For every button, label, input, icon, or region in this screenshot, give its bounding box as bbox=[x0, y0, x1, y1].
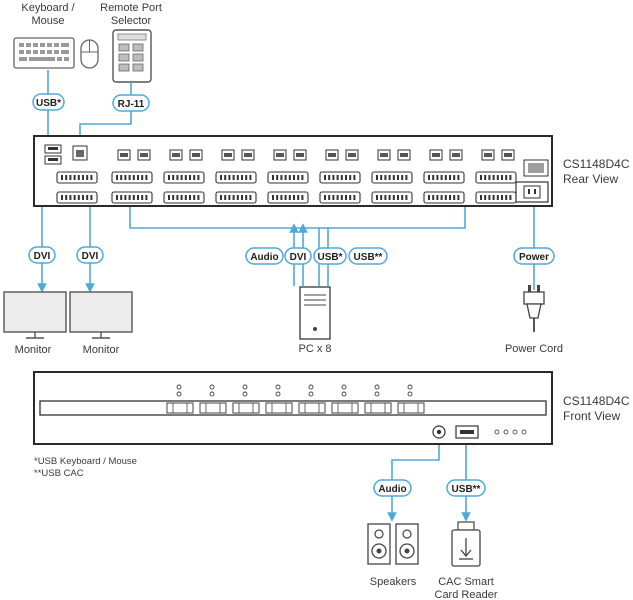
remote-port-selector-label-1: Remote Port bbox=[100, 2, 162, 14]
footnote-usb-keyboard: *USB Keyboard / Mouse bbox=[34, 456, 137, 467]
remote-port-selector-icon bbox=[112, 29, 152, 83]
audio-pill-rear: Audio bbox=[245, 247, 284, 265]
keyboard-mouse-label-1: Keyboard / bbox=[21, 2, 75, 14]
power-cord-label: Power Cord bbox=[505, 343, 563, 355]
rear-port-group bbox=[111, 149, 153, 204]
front-port-button bbox=[298, 384, 326, 414]
pill-label: USB** bbox=[452, 484, 481, 495]
rear-model-label: CS1148D4C bbox=[563, 157, 630, 171]
front-model-label: CS1148D4C bbox=[563, 394, 630, 408]
front-port-button bbox=[364, 384, 392, 414]
footnote-usb-cac: **USB CAC bbox=[34, 468, 84, 479]
cac-reader-label-2: Card Reader bbox=[435, 589, 498, 600]
speakers-icon bbox=[367, 523, 419, 565]
cac-reader-label-1: CAC Smart bbox=[438, 576, 494, 588]
front-port-button bbox=[232, 384, 260, 414]
rear-port-group bbox=[215, 149, 257, 204]
audio-pill-front: Audio bbox=[373, 479, 412, 497]
front-port-button bbox=[265, 384, 293, 414]
rear-console-dvi-ports bbox=[56, 171, 98, 204]
front-status-leds bbox=[494, 429, 527, 435]
monitor-2-label: Monitor bbox=[83, 344, 120, 356]
front-port-button bbox=[199, 384, 227, 414]
dvi-pill-rear: DVI bbox=[284, 247, 312, 265]
usb-keyboard-pill: USB* bbox=[32, 93, 65, 111]
pill-label: DVI bbox=[82, 251, 99, 262]
dvi-pill-monitor-2: DVI bbox=[76, 246, 104, 264]
rear-pc-port-groups bbox=[56, 149, 517, 204]
front-port-button bbox=[331, 384, 359, 414]
pill-label: DVI bbox=[34, 251, 51, 262]
rear-port-group bbox=[475, 149, 517, 204]
front-port-button bbox=[397, 384, 425, 414]
mouse-icon bbox=[80, 39, 99, 69]
rear-port-group bbox=[163, 149, 205, 204]
pill-label: Audio bbox=[250, 252, 278, 263]
pc-label: PC x 8 bbox=[298, 343, 331, 355]
usb-cac-pill-front: USB** bbox=[446, 479, 486, 497]
power-plug-icon bbox=[523, 285, 545, 332]
rear-view-label: Rear View bbox=[563, 172, 618, 186]
power-socket bbox=[515, 181, 549, 203]
pill-label: USB** bbox=[354, 252, 383, 263]
monitor-icon bbox=[3, 291, 67, 339]
remote-port-selector-label-2: Selector bbox=[111, 15, 152, 27]
card-reader-icon bbox=[451, 521, 481, 567]
rear-port-group bbox=[371, 149, 413, 204]
rear-port-group bbox=[267, 149, 309, 204]
front-usb-port bbox=[455, 425, 479, 439]
front-view-label: Front View bbox=[563, 409, 620, 423]
kvm-front-panel bbox=[33, 371, 553, 445]
pc-tower-icon bbox=[299, 286, 331, 340]
power-pill: Power bbox=[513, 247, 555, 265]
pill-label: USB* bbox=[36, 98, 61, 109]
rear-usb-console-ports bbox=[44, 144, 62, 165]
keyboard-mouse-label-2: Mouse bbox=[31, 15, 64, 27]
keyboard-icon bbox=[13, 37, 75, 69]
rear-port-group bbox=[423, 149, 465, 204]
usb-pill-rear: USB* bbox=[313, 247, 347, 265]
speakers-label: Speakers bbox=[370, 576, 417, 588]
power-switch bbox=[523, 159, 549, 177]
usb-cac-pill-rear: USB** bbox=[348, 247, 388, 265]
pill-label: DVI bbox=[290, 252, 307, 263]
pill-label: RJ-11 bbox=[118, 99, 145, 110]
front-port-button bbox=[166, 384, 194, 414]
pill-label: Audio bbox=[378, 484, 406, 495]
pill-label: USB* bbox=[317, 252, 342, 263]
kvm-rear-panel bbox=[33, 135, 553, 207]
monitor-1-label: Monitor bbox=[15, 344, 52, 356]
rj11-pill: RJ-11 bbox=[112, 94, 150, 112]
rear-port-group bbox=[319, 149, 361, 204]
dvi-pill-monitor-1: DVI bbox=[28, 246, 56, 264]
pill-label: Power bbox=[519, 252, 549, 263]
front-port-buttons bbox=[166, 384, 425, 414]
rj11-port bbox=[72, 145, 88, 161]
monitor-icon bbox=[69, 291, 133, 339]
